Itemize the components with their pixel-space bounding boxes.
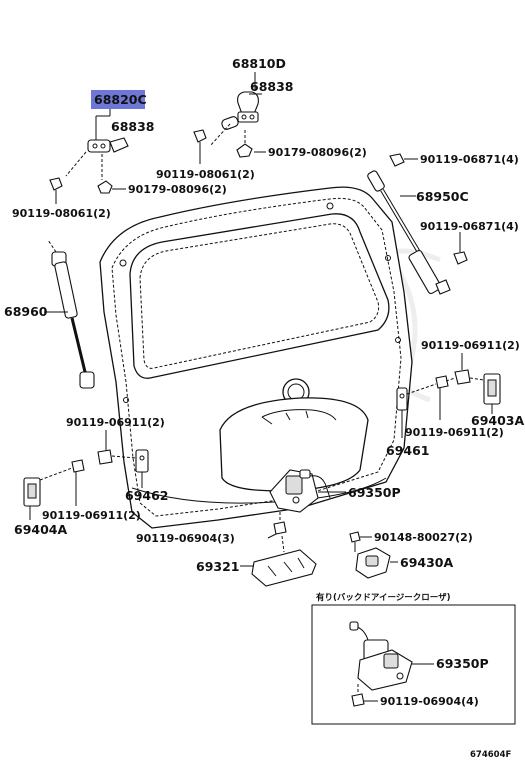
bolt-90119-06871-top [389,153,418,167]
label-90179-08096-right: 90179-08096(2) [268,146,367,159]
lock-assembly-69350p [269,469,346,513]
damper-stay-68950c [367,170,451,295]
bolt-90119-08061-right [193,129,207,164]
label-69461: 69461 [386,443,430,458]
cover-69321 [240,535,317,587]
inset-caption: 有り(バックドアイージークローザ) [316,592,451,603]
label-90179-08096-left: 90179-08096(2) [128,183,227,196]
label-69462: 69462 [125,488,169,503]
label-69404a: 69404A [14,522,67,537]
diagram-code: 674604F [470,750,511,760]
damper-stay-68960 [44,239,95,389]
bolt-90119-06904 [267,512,287,539]
hinge-68820c [65,137,129,194]
label-90119-06871-top: 90119-06871(4) [420,153,519,166]
label-90119-06911-left-2: 90119-06911(2) [42,509,141,522]
label-68820c: 68820C [94,92,147,107]
label-68838-left: 68838 [111,119,155,134]
bolt-90119-06911-right [435,369,471,389]
label-68960: 68960 [4,304,48,319]
striker-69404a [23,467,73,520]
hinge-68810d [209,72,262,158]
bolt-90119-06911-left [71,449,113,506]
inset-frame [311,604,516,725]
inset-lock-assembly [349,621,434,691]
label-90119-08061-left: 90119-08061(2) [12,207,111,220]
label-90119-08061-right: 90119-08061(2) [156,168,255,181]
label-90148-80027: 90148-80027(2) [374,531,473,544]
bolt-90119-06871-mid [453,232,468,265]
label-90119-06911-right-2: 90119-06911(2) [405,426,504,439]
label-inset-69350p: 69350P [436,656,489,671]
label-68838-right: 68838 [250,79,294,94]
cushion-69462 [111,449,149,488]
label-69430a: 69430A [400,555,453,570]
label-90119-06871-mid: 90119-06871(4) [420,220,519,233]
label-68810d: 68810D [232,56,286,71]
inset-bolt-90119-06904 [351,684,378,707]
label-69403a: 69403A [471,413,524,428]
label-inset-90119-06904: 90119-06904(4) [380,695,479,708]
bracket-69430a [355,547,398,579]
striker-69403a [469,373,501,414]
label-68950c: 68950C [416,189,469,204]
label-69350p: 69350P [348,485,401,500]
back-door-panel [99,186,413,529]
label-90119-06911-right-1: 90119-06911(2) [421,339,520,352]
label-69321: 69321 [196,559,240,574]
screw-90148-80027 [349,531,372,552]
label-90119-06911-left-1: 90119-06911(2) [66,416,165,429]
cushion-69461 [396,383,441,438]
label-90119-06904: 90119-06904(3) [136,532,235,545]
highlight-box-68820c [91,90,145,109]
bolt-90119-08061-left [49,177,63,204]
